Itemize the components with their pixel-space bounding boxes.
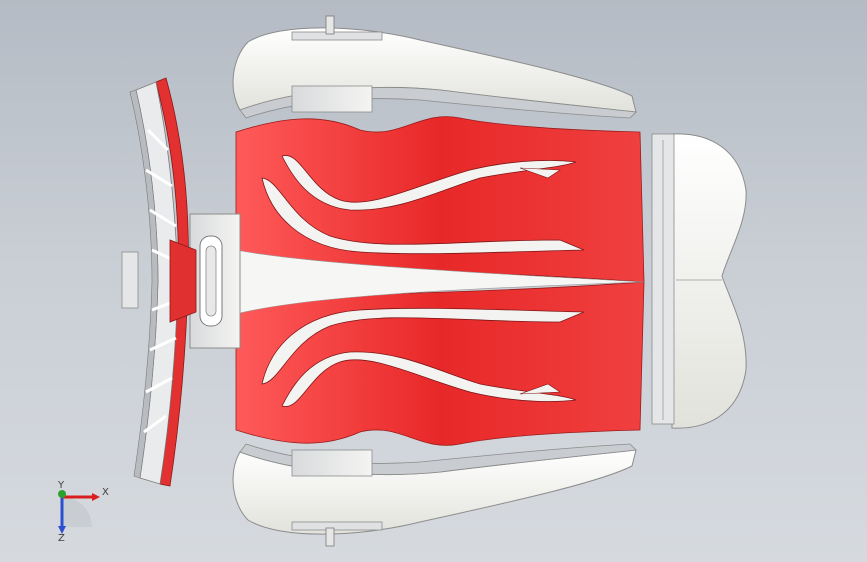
hub-mount[interactable] (189, 213, 241, 349)
shroud-top[interactable] (232, 15, 637, 119)
z-axis-label: Z (58, 533, 65, 544)
intake-fan[interactable] (121, 77, 197, 487)
y-axis-label: Y (58, 480, 65, 491)
flame-housing-bottom[interactable] (235, 281, 645, 446)
flame-housing-top[interactable] (235, 116, 645, 283)
nozzle-cap[interactable] (651, 133, 747, 429)
x-axis-label: X (102, 487, 109, 498)
center-ridge (235, 249, 645, 315)
shroud-bottom[interactable] (232, 443, 637, 547)
